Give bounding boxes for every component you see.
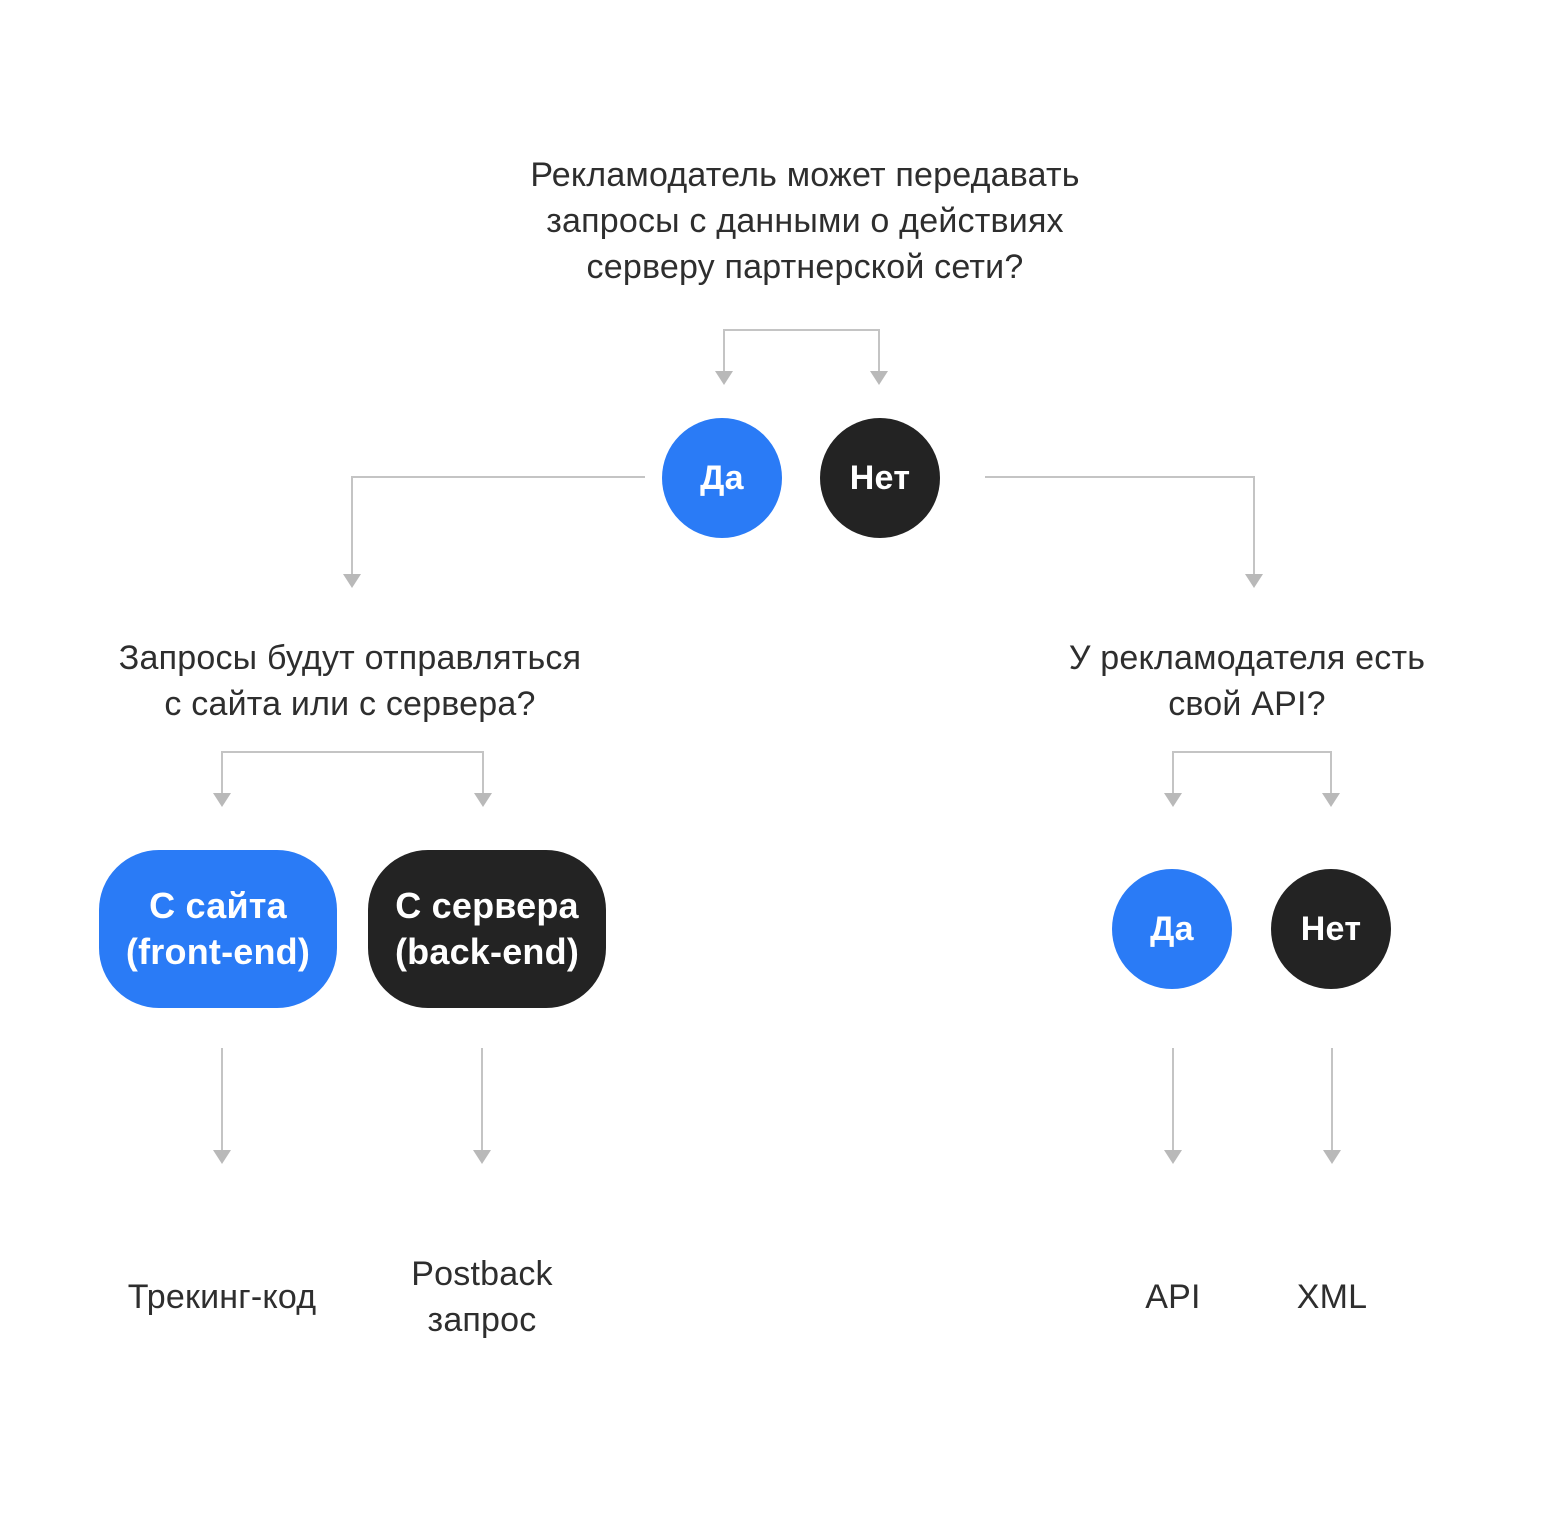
right-no-label: Нет	[1300, 909, 1362, 948]
root-yes-node: Да	[662, 418, 782, 538]
connector-server-to-result	[481, 1048, 483, 1152]
arrow-down-icon	[1164, 793, 1182, 807]
arrow-down-icon	[213, 1150, 231, 1164]
arrow-down-icon	[1164, 1150, 1182, 1164]
arrow-down-icon	[715, 371, 733, 385]
arrow-down-icon	[213, 793, 231, 807]
connector-yes-to-api	[1172, 1048, 1174, 1152]
left-question: Запросы будут отправляться с сайта или с…	[118, 639, 582, 723]
arrow-down-icon	[343, 574, 361, 588]
root-no-label: Нет	[849, 458, 911, 497]
arrow-down-icon	[1323, 1150, 1341, 1164]
result-postback: Postback запрос	[411, 1255, 553, 1339]
option-site-node: С сайта (front-end)	[99, 850, 337, 1008]
right-question: У рекламодателя есть свой API?	[1068, 639, 1426, 723]
right-branch-connector	[1172, 751, 1332, 793]
root-branch-connector	[723, 329, 880, 373]
connector-yes-to-left-question	[351, 476, 645, 576]
option-server-node: С сервера (back-end)	[368, 850, 606, 1008]
root-yes-label: Да	[700, 458, 744, 497]
arrow-down-icon	[1322, 793, 1340, 807]
right-no-node: Нет	[1271, 869, 1391, 989]
result-tracking-code: Трекинг-код	[127, 1278, 317, 1316]
result-api: API	[1145, 1278, 1201, 1316]
root-question: Рекламодатель может передавать запросы с…	[530, 156, 1080, 286]
right-yes-node: Да	[1112, 869, 1232, 989]
right-yes-label: Да	[1150, 909, 1194, 948]
connector-no-to-xml	[1331, 1048, 1333, 1152]
result-xml: XML	[1296, 1278, 1368, 1316]
left-branch-connector	[221, 751, 484, 793]
connector-site-to-result	[221, 1048, 223, 1152]
arrow-down-icon	[473, 1150, 491, 1164]
arrow-down-icon	[474, 793, 492, 807]
arrow-down-icon	[870, 371, 888, 385]
connector-no-to-right-question	[985, 476, 1255, 576]
arrow-down-icon	[1245, 574, 1263, 588]
root-no-node: Нет	[820, 418, 940, 538]
